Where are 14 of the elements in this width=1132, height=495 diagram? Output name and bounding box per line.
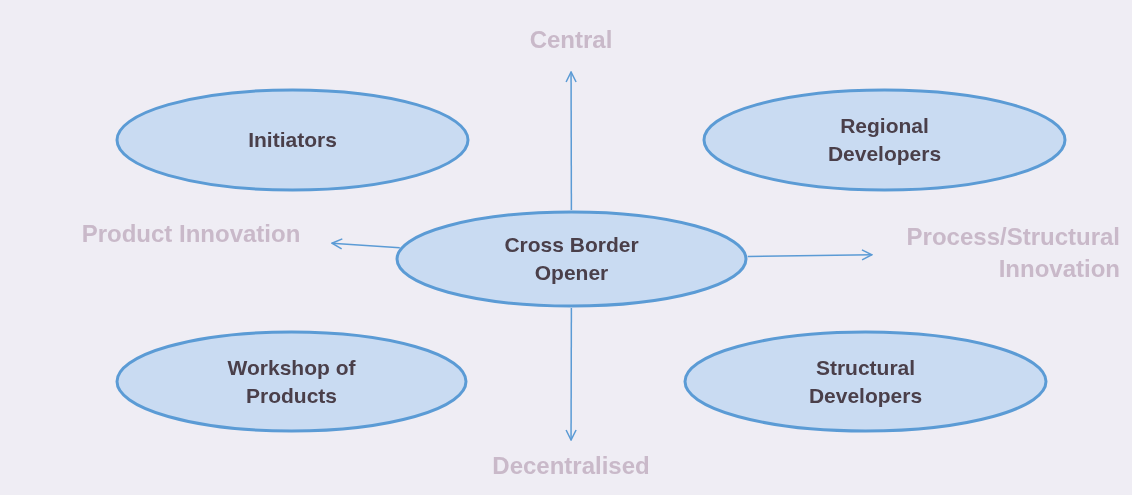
node-label: Regional Developers	[826, 113, 943, 167]
ellipse-node	[395, 210, 748, 308]
arrow	[331, 238, 401, 250]
arrow	[747, 249, 873, 261]
node-label: Cross Border Opener	[503, 232, 640, 286]
ellipse-node	[115, 330, 468, 433]
node-label: Initiators	[248, 127, 337, 153]
ellipse-node	[683, 330, 1048, 433]
arrow	[565, 71, 577, 211]
arrow	[565, 307, 577, 441]
ellipse-node	[115, 88, 470, 192]
ellipse-node	[702, 88, 1067, 192]
node-label: Workshop of Products	[226, 354, 357, 409]
node-label: Structural Developers	[807, 354, 924, 409]
